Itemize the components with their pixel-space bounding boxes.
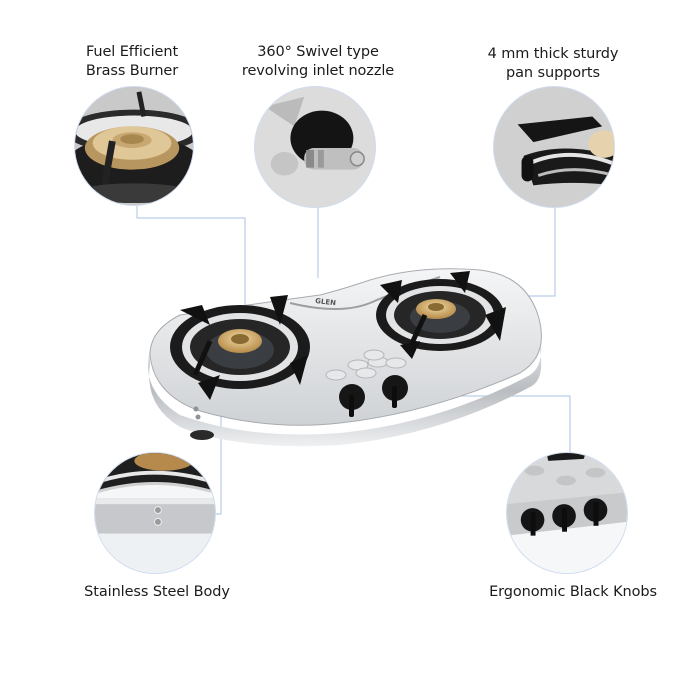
gas-stove-icon: GLEN xyxy=(148,268,542,447)
inlet-nozzle-icon xyxy=(255,87,375,207)
feature-label-pan-supports: 4 mm thick sturdy pan supports xyxy=(487,46,619,81)
pan-support-icon xyxy=(494,87,614,207)
feature-label-nozzle: 360° Swivel type revolving inlet nozzle xyxy=(241,44,395,79)
svg-text:GLEN: GLEN xyxy=(315,297,337,307)
body-closeup-image xyxy=(94,452,216,574)
gas-stove-product-image: GLEN xyxy=(140,255,560,450)
burner-closeup-image xyxy=(74,86,194,206)
pan-support-closeup-image xyxy=(493,86,615,208)
brass-burner-icon xyxy=(75,87,193,205)
knobs xyxy=(339,375,408,417)
feature-label-body: Stainless Steel Body xyxy=(84,584,230,600)
nozzle-closeup-image xyxy=(254,86,376,208)
feature-label-burner: Fuel Efficient Brass Burner xyxy=(85,44,179,79)
knobs-closeup-image xyxy=(506,452,628,574)
feature-label-knobs: Ergonomic Black Knobs xyxy=(489,584,657,600)
black-knobs-icon xyxy=(507,453,627,573)
steel-body-icon xyxy=(95,453,215,573)
